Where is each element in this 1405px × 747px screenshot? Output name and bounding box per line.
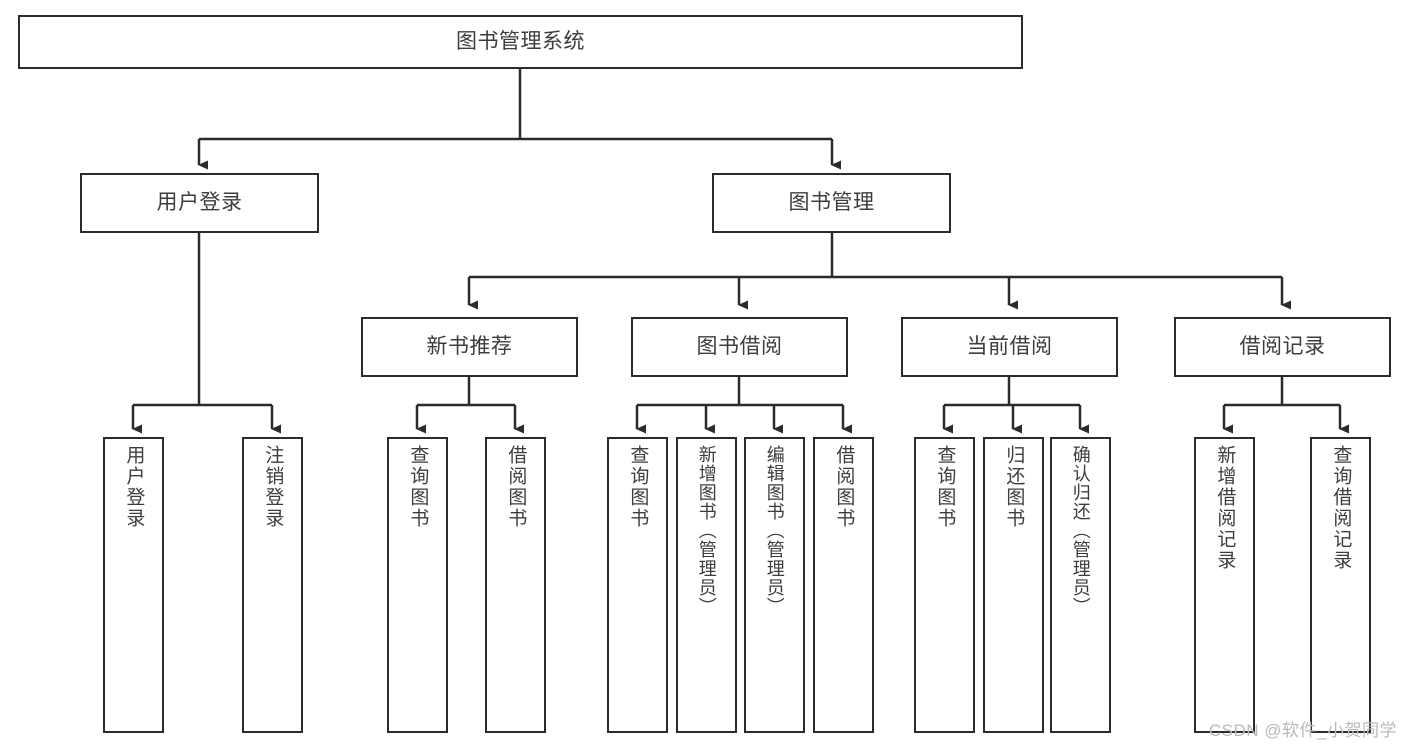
leaf-return-book[interactable]: 归还图书: [983, 437, 1044, 733]
node-label: 借阅图书: [833, 445, 855, 529]
node-label: 借阅记录: [1239, 334, 1326, 358]
node-user-login[interactable]: 用户登录: [80, 173, 319, 233]
node-label: 查询图书: [934, 445, 956, 529]
node-current-borrow[interactable]: 当前借阅: [901, 317, 1118, 377]
node-label: 查询图书: [407, 445, 429, 529]
node-label: 图书借阅: [696, 334, 783, 358]
node-label: 查询借阅记录: [1330, 445, 1352, 571]
node-label: 借阅图书: [505, 445, 527, 529]
node-new-book-recommend[interactable]: 新书推荐: [361, 317, 578, 377]
node-label: 新书推荐: [426, 334, 513, 358]
leaf-borrow-book[interactable]: 借阅图书: [813, 437, 874, 733]
leaf-query-book-borrow[interactable]: 查询图书: [607, 437, 668, 733]
node-label: 用户登录: [123, 445, 145, 529]
node-label: 用户登录: [156, 190, 243, 214]
leaf-add-book-admin[interactable]: 新增图书（管理员）: [676, 437, 737, 733]
leaf-logout[interactable]: 注销登录: [242, 437, 303, 733]
node-root-system[interactable]: 图书管理系统: [18, 15, 1023, 69]
node-label: 编辑图书（管理员）: [764, 445, 785, 616]
node-label: 查询图书: [627, 445, 649, 529]
watermark-text: CSDN @软件_小贺同学: [1208, 721, 1397, 740]
leaf-add-borrow-record[interactable]: 新增借阅记录: [1194, 437, 1255, 733]
node-label: 新增图书（管理员）: [696, 445, 717, 616]
leaf-borrow-book-recommend[interactable]: 借阅图书: [485, 437, 546, 733]
leaf-edit-book-admin[interactable]: 编辑图书（管理员）: [744, 437, 805, 733]
leaf-query-borrow-record[interactable]: 查询借阅记录: [1310, 437, 1371, 733]
node-label: 注销登录: [262, 445, 284, 529]
node-borrow-records[interactable]: 借阅记录: [1174, 317, 1391, 377]
leaf-query-book-recommend[interactable]: 查询图书: [387, 437, 448, 733]
node-label: 图书管理系统: [456, 29, 585, 53]
node-label: 图书管理: [788, 190, 875, 214]
leaf-query-book-current[interactable]: 查询图书: [914, 437, 975, 733]
leaf-confirm-return-admin[interactable]: 确认归还（管理员）: [1050, 437, 1111, 733]
node-label: 当前借阅: [966, 334, 1053, 358]
node-label: 归还图书: [1003, 445, 1025, 529]
node-book-management[interactable]: 图书管理: [712, 173, 951, 233]
node-book-borrow[interactable]: 图书借阅: [631, 317, 848, 377]
node-label: 新增借阅记录: [1214, 445, 1236, 571]
node-label: 确认归还（管理员）: [1070, 445, 1091, 616]
leaf-user-login[interactable]: 用户登录: [103, 437, 164, 733]
